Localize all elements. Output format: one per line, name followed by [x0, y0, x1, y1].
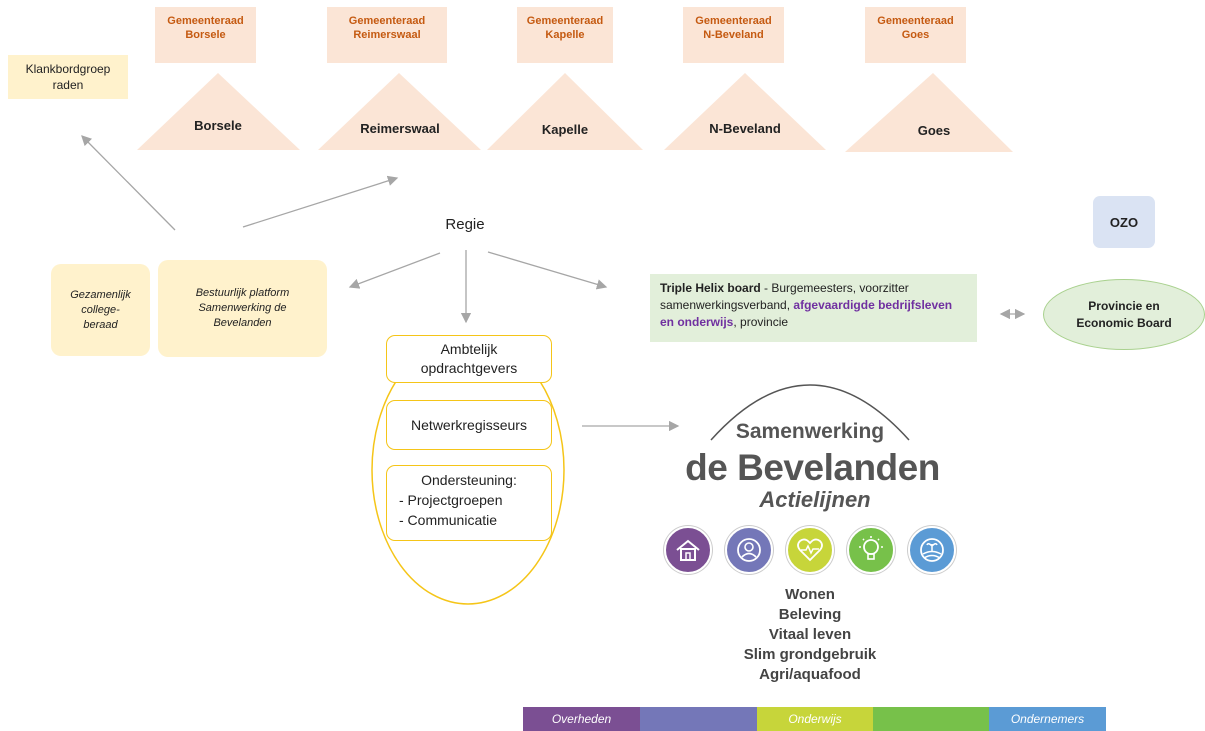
council-label: Gemeenteraad — [167, 15, 244, 27]
bar-segment-overheden: Overheden — [523, 707, 640, 731]
platform-label-1: Bestuurlijk platform — [195, 287, 290, 299]
theme-slim-grondgebruik: Slim grondgebruik — [743, 646, 877, 663]
platform-box: Bestuurlijk platform Samenwerking de Bev… — [158, 260, 327, 357]
council-name: Reimerswaal — [353, 29, 421, 41]
stakeholder-bar: Overheden Onderwijs Ondernemers — [523, 707, 1106, 731]
arrow-to-klankbord — [81, 135, 176, 231]
council-label: Gemeenteraad — [877, 15, 954, 27]
bar-segment-blank-2 — [873, 707, 989, 731]
regie-label: Regie — [445, 216, 485, 233]
klankbord-label-2: raden — [52, 78, 84, 92]
provincie-oval: Provincie en Economic Board — [1043, 279, 1205, 350]
field-sprout-icon — [908, 526, 956, 574]
triple-helix-highlight: afgevaardigde bedrijfsleven en onderwijs — [660, 298, 953, 329]
municipality-kapelle: Kapelle — [541, 122, 589, 137]
council-nbeveland: Gemeenteraad N-Beveland — [683, 7, 784, 63]
arrow-regie-helix — [487, 251, 608, 290]
theme-agri-aquafood: Agri/aquafood — [759, 666, 861, 683]
ambtelijk-box: Ambtelijk opdrachtgevers — [386, 335, 552, 383]
council-goes: Gemeenteraad Goes — [865, 7, 966, 63]
themes-list: Wonen Beleving Vitaal leven Slim grondge… — [730, 585, 890, 685]
bar-segment-blank — [640, 707, 757, 731]
triple-helix-text-end: , provincie — [733, 315, 789, 329]
theme-beleving: Beleving — [778, 606, 842, 623]
klankbord-box: Klankbordgroep raden — [8, 55, 128, 99]
triangle-borsele — [137, 73, 300, 150]
ondersteuning-box: Ondersteuning: - Projectgroepen - Commun… — [386, 465, 552, 541]
council-borsele: Gemeenteraad Borsele — [155, 7, 256, 63]
heart-icon — [786, 526, 834, 574]
platform-label-2: Samenwerking de — [198, 302, 287, 314]
provincie-label-2: Economic Board — [1076, 315, 1172, 330]
theme-vitaal-leven: Vitaal leven — [768, 626, 852, 643]
ozo-label: OZO — [1109, 214, 1139, 230]
municipality-nbeveland: N-Beveland — [709, 121, 781, 136]
triangle-reimerswaal — [318, 73, 481, 150]
council-kapelle: Gemeenteraad Kapelle — [517, 7, 613, 63]
triple-helix-text: - Burgemeesters, voorzitter samenwerking… — [660, 281, 909, 312]
logo-line-1: Samenwerking — [735, 420, 885, 443]
council-name: N-Beveland — [703, 29, 764, 41]
ondersteuning-item: - Projectgroepen — [399, 492, 503, 508]
council-label: Gemeenteraad — [526, 15, 604, 27]
provincie-label-1: Provincie en — [1088, 298, 1160, 313]
bar-segment-ondernemers: Ondernemers — [989, 707, 1106, 731]
triangle-goes — [845, 73, 1013, 152]
college-label-1: Gezamenlijk — [70, 288, 131, 301]
council-name: Goes — [901, 29, 930, 41]
municipality-reimerswaal: Reimerswaal — [360, 121, 440, 136]
council-reimerswaal: Gemeenteraad Reimerswaal — [327, 7, 447, 63]
ozo-box: OZO — [1093, 196, 1155, 248]
ondersteuning-item: - Communicatie — [399, 512, 498, 528]
klankbord-label: Klankbordgroep — [25, 62, 111, 76]
house-icon — [664, 526, 712, 574]
netwerk-label: Netwerkregisseurs — [411, 417, 527, 433]
bar-segment-onderwijs: Onderwijs — [757, 707, 873, 731]
municipality-goes: Goes — [917, 123, 951, 138]
ondersteuning-title: Ondersteuning: — [421, 472, 517, 488]
logo-arc — [710, 384, 910, 441]
logo-line-2: de Bevelanden — [685, 447, 940, 488]
arrow-regie-platform — [348, 252, 441, 289]
triangle-kapelle — [487, 73, 643, 150]
triple-helix-title: Triple Helix board — [660, 281, 761, 295]
platform-label-3: Bevelanden — [213, 317, 272, 329]
college-box: Gezamenlijk college- beraad — [51, 264, 150, 356]
people-icon — [725, 526, 773, 574]
college-label-3: beraad — [83, 318, 118, 331]
theme-wonen: Wonen — [785, 586, 835, 603]
arrow-to-municipalities — [242, 175, 399, 228]
ambtelijk-label-1: Ambtelijk — [440, 341, 498, 357]
logo-line-3: Actielijnen — [759, 487, 871, 512]
netwerk-box: Netwerkregisseurs — [386, 400, 552, 450]
college-label-2: college- — [81, 303, 120, 316]
council-name: Borsele — [185, 29, 226, 41]
lightbulb-icon — [847, 526, 895, 574]
triple-helix-box: Triple Helix board - Burgemeesters, voor… — [650, 274, 977, 342]
council-name: Kapelle — [545, 29, 585, 41]
triangle-nbeveland — [664, 73, 826, 150]
council-label: Gemeenteraad — [695, 15, 772, 27]
council-label: Gemeenteraad — [348, 15, 426, 27]
municipality-borsele: Borsele — [194, 118, 242, 133]
ambtelijk-label-2: opdrachtgevers — [420, 360, 518, 376]
